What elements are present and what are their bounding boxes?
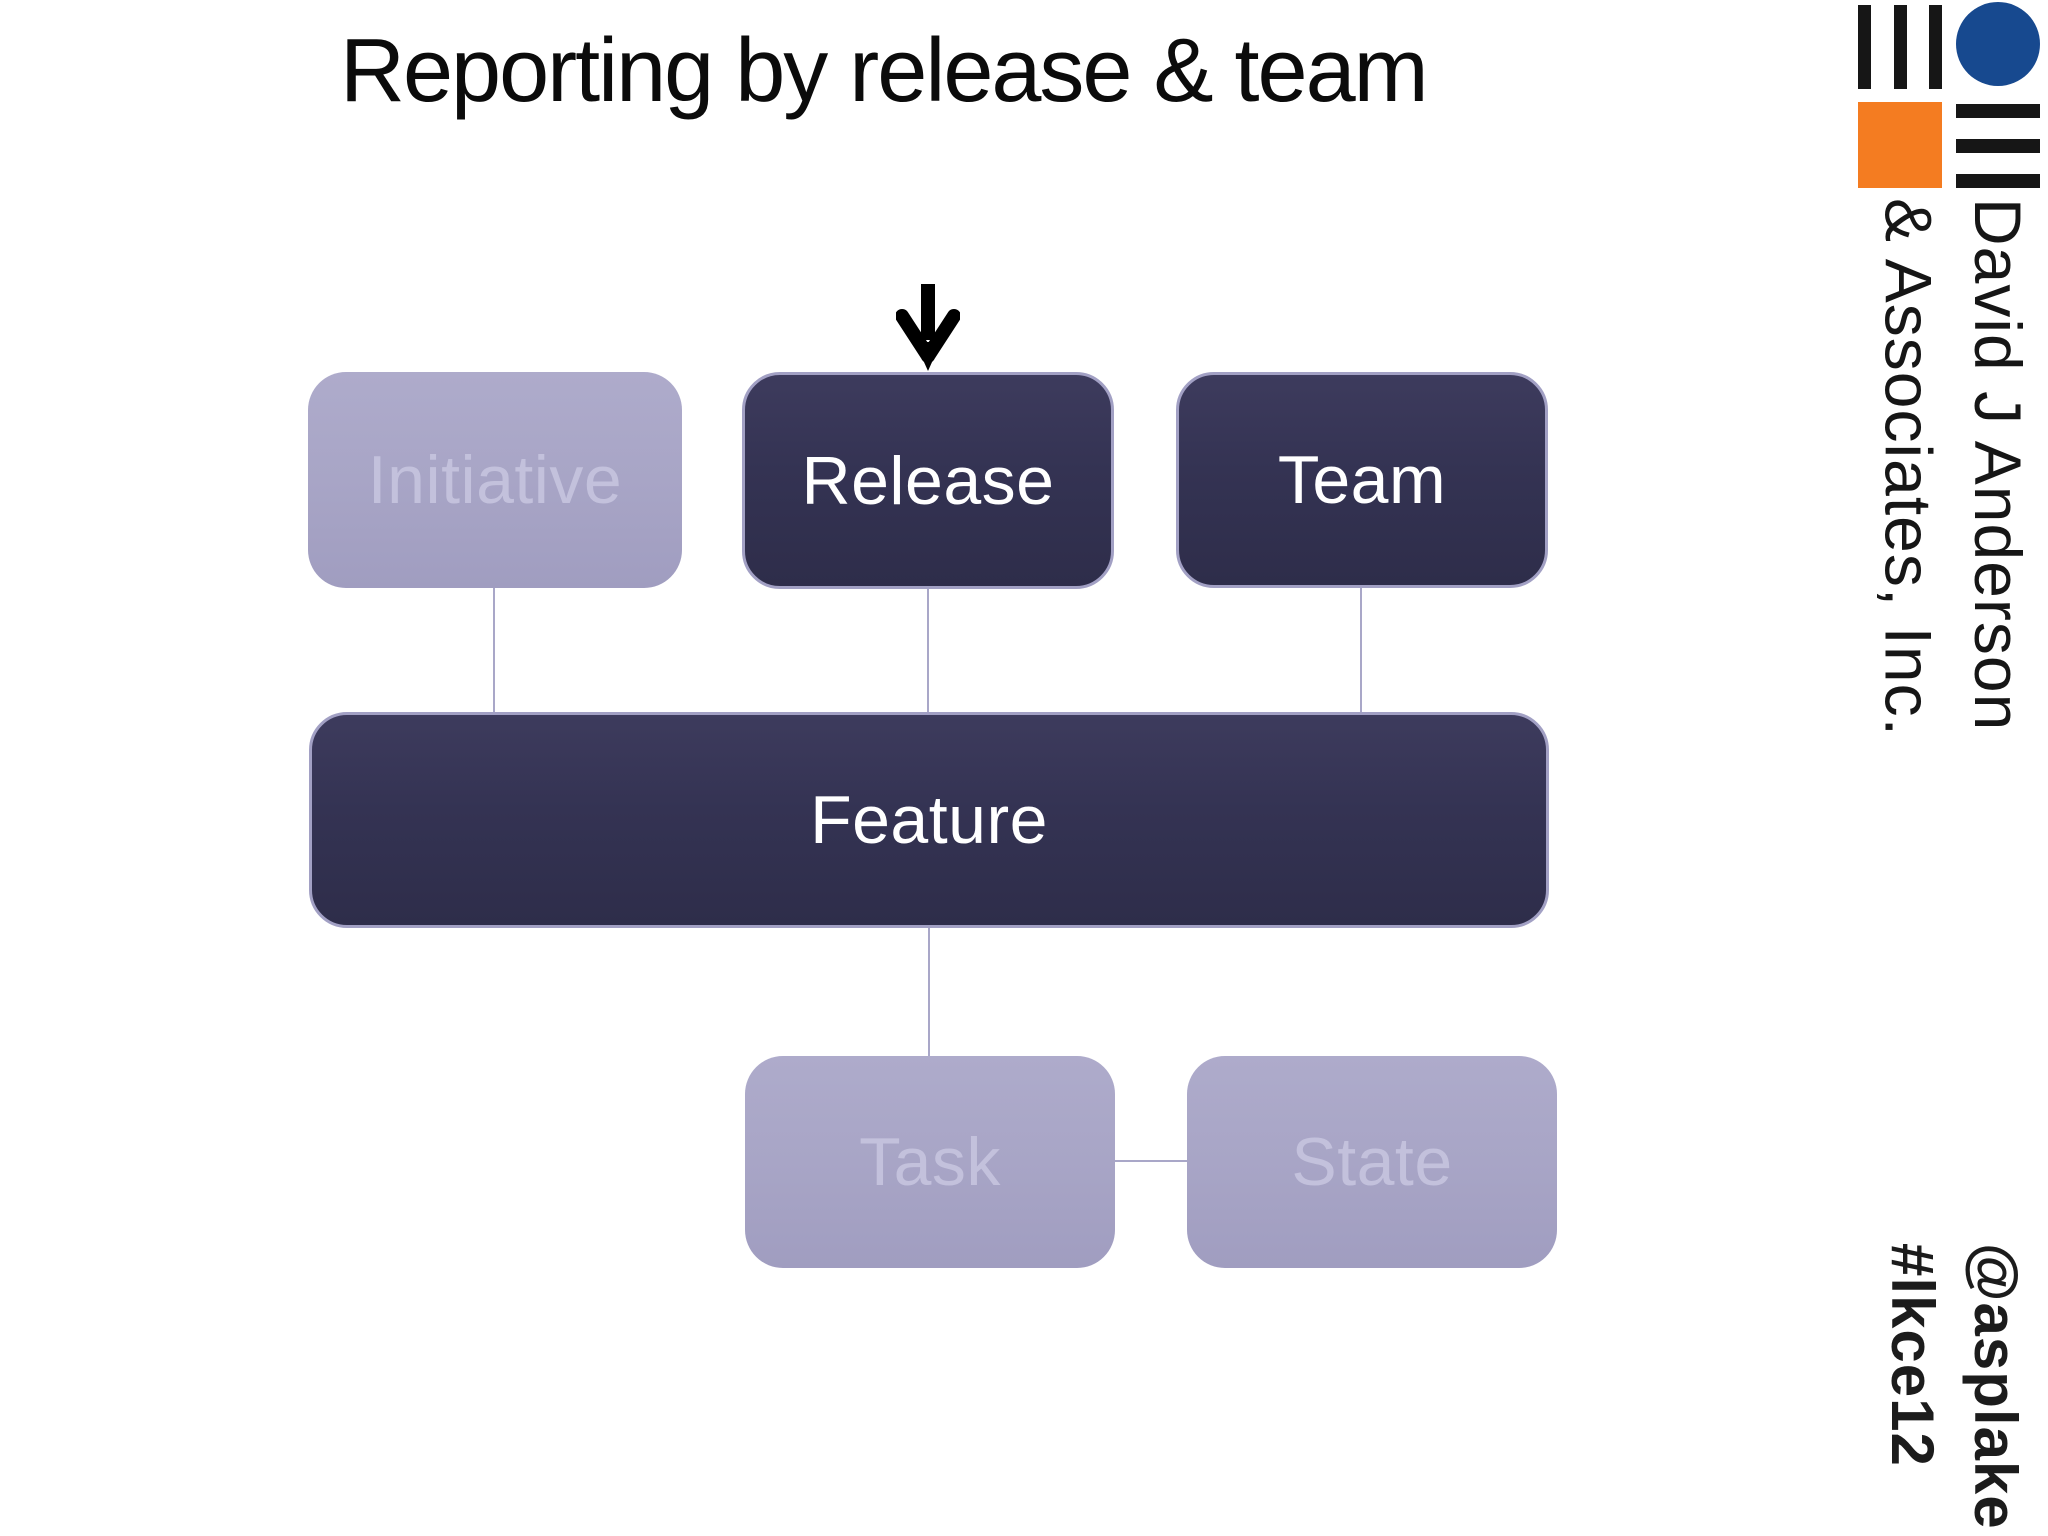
company-name-vertical: David J Anderson & Associates, Inc. (1863, 198, 2043, 737)
node-label-release: Release (801, 442, 1055, 519)
diagram-node-task: Task (745, 1056, 1115, 1268)
connector-initiative-feature (493, 588, 495, 712)
node-label-state: State (1291, 1124, 1453, 1200)
connector-feature-task (928, 925, 930, 1056)
company-name-line2: & Associates, Inc. (1871, 198, 1946, 737)
footer-social-vertical: @asplake #lkce12 (1870, 1243, 2036, 1530)
diagram-node-initiative: Initiative (308, 372, 682, 588)
connector-team-feature (1360, 585, 1362, 712)
diagram-node-feature: Feature (309, 712, 1549, 928)
logo-horizontal-bars-icon (1956, 104, 2040, 188)
company-name-line1: David J Anderson (1961, 198, 2035, 732)
node-label-initiative: Initiative (367, 442, 623, 518)
logo-vertical-bars-icon (1858, 5, 1942, 89)
down-arrow-icon (896, 284, 960, 371)
diagram-node-team: Team (1176, 372, 1548, 588)
company-logo (1858, 2, 2040, 188)
slide-title: Reporting by release & team (340, 21, 1429, 121)
logo-orange-square-icon (1858, 102, 1942, 188)
node-label-task: Task (859, 1124, 1001, 1200)
node-label-team: Team (1277, 442, 1447, 518)
connector-release-feature (927, 586, 929, 712)
footer-handle: @asplake (1962, 1243, 2029, 1530)
diagram-node-state: State (1187, 1056, 1557, 1268)
footer-hashtag: #lkce12 (1879, 1243, 1947, 1468)
node-label-feature: Feature (810, 782, 1048, 858)
connector-task-state (1115, 1160, 1187, 1162)
logo-blue-circle-icon (1956, 2, 2040, 86)
diagram-node-release: Release (742, 372, 1114, 589)
